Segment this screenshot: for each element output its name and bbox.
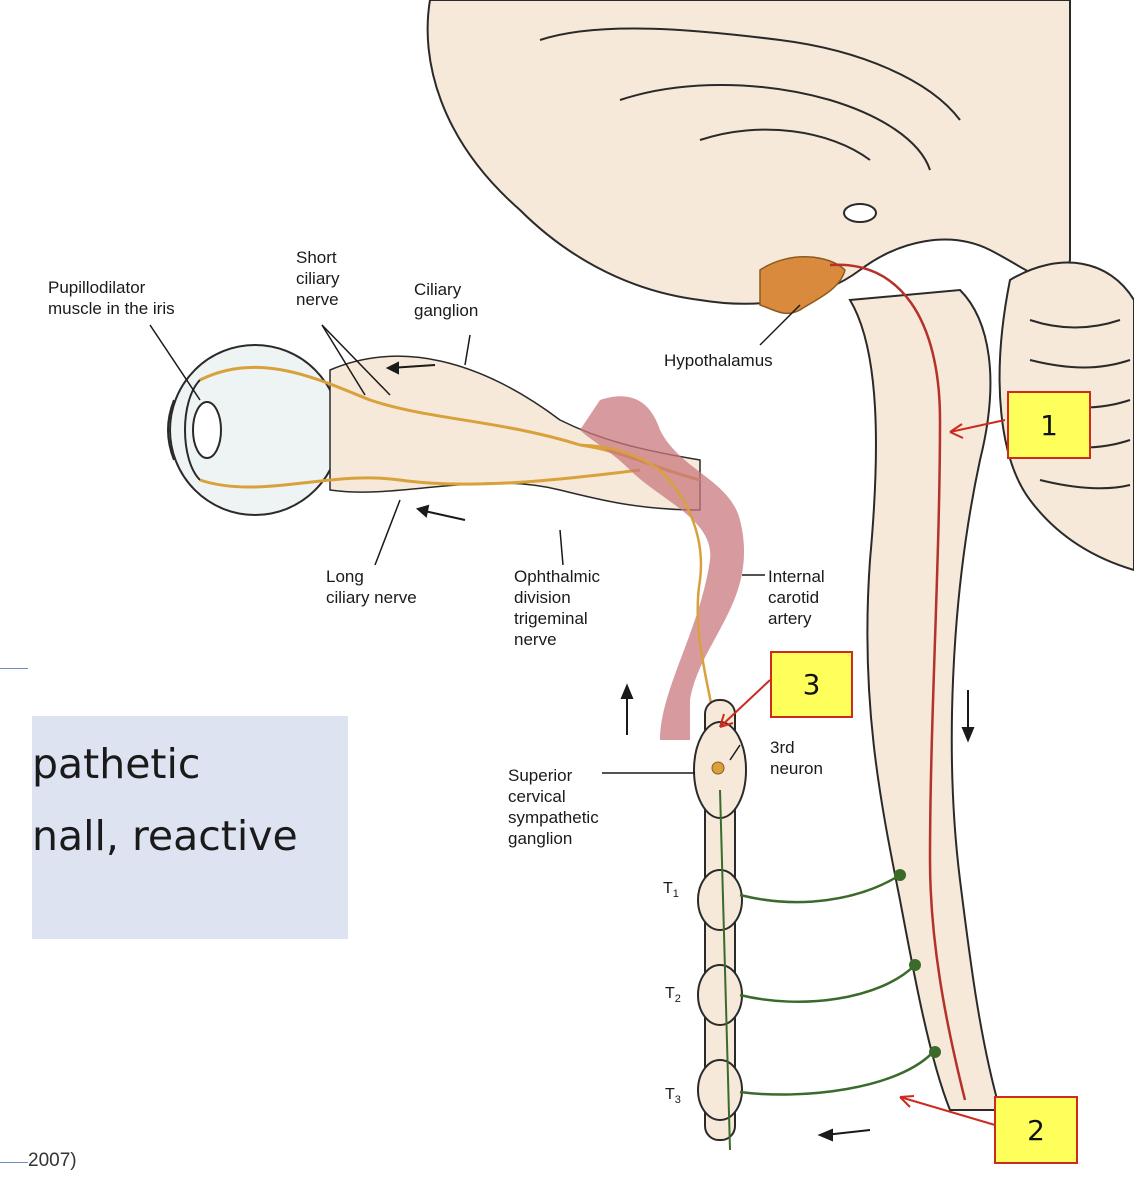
label-hypothalamus: Hypothalamus <box>664 351 773 370</box>
label-short-ciliary-nerve: Short ciliary nerve <box>296 247 339 310</box>
direction-arrows <box>385 361 975 1142</box>
label-short-ciliary-line3: nerve <box>296 290 339 309</box>
leader-lines <box>149 304 801 774</box>
chain-axis <box>719 789 731 1151</box>
label-pupillodilator: Pupillodilator muscle in the iris <box>48 277 175 319</box>
label-ophthalmic-line4: nerve <box>514 630 557 649</box>
label-t2-letter: T <box>665 985 675 1002</box>
label-pupillodilator-line2: muscle in the iris <box>48 299 175 318</box>
label-long-ciliary-line1: Long <box>326 567 364 586</box>
slide-text-line-2: nall, reactive <box>32 812 298 860</box>
label-ciliary-ganglion-line2: ganglion <box>414 301 479 320</box>
brain-illustration <box>426 0 1071 305</box>
ventral-horn-cells <box>894 869 941 1058</box>
callout-2: 2 <box>994 1096 1078 1164</box>
callout-arrows <box>719 419 1006 1126</box>
label-ophthalmic-line2: division <box>514 588 571 607</box>
label-t2: T2 <box>665 985 681 1005</box>
spinal-cord-illustration <box>848 288 1002 1111</box>
label-pupillodilator-line1: Pupillodilator <box>48 278 146 297</box>
label-ophthalmic-division: Ophthalmic division trigeminal nerve <box>514 566 600 650</box>
label-long-ciliary-nerve: Long ciliary nerve <box>326 566 417 608</box>
label-internal-carotid-line3: artery <box>768 609 812 628</box>
label-t3: T3 <box>665 1086 681 1106</box>
callout-3: 3 <box>770 651 853 718</box>
label-long-ciliary-line2: ciliary nerve <box>326 588 417 607</box>
eye-illustration <box>167 344 341 516</box>
label-t3-letter: T <box>665 1086 675 1103</box>
label-ophthalmic-line1: Ophthalmic <box>514 567 600 586</box>
label-internal-carotid-artery: Internal carotid artery <box>768 566 825 629</box>
label-superior-cervical-ganglion: Superior cervical sympathetic ganglion <box>508 765 599 849</box>
label-third-neuron-line2: neuron <box>770 759 823 778</box>
second-order-neurons <box>739 873 936 1096</box>
slide-divider-top <box>0 668 28 669</box>
label-superior-cervical-line3: sympathetic <box>508 808 599 827</box>
label-internal-carotid-line1: Internal <box>768 567 825 586</box>
slide-text-line-1: pathetic <box>32 740 201 788</box>
label-superior-cervical-line1: Superior <box>508 766 573 785</box>
internal-carotid-artery <box>580 396 745 740</box>
label-t1-letter: T <box>663 880 673 897</box>
slide-divider-bottom <box>0 1162 28 1163</box>
third-order-neuron <box>579 443 722 761</box>
label-short-ciliary-line2: ciliary <box>296 269 340 288</box>
slide-text-box <box>32 716 348 939</box>
label-third-neuron-line1: 3rd <box>770 738 795 757</box>
label-superior-cervical-line2: cervical <box>508 787 566 806</box>
label-superior-cervical-line4: ganglion <box>508 829 573 848</box>
label-ophthalmic-line3: trigeminal <box>514 609 588 628</box>
citation-fragment: 2007) <box>28 1150 77 1171</box>
label-t1-sub: 1 <box>672 888 679 901</box>
label-internal-carotid-line2: carotid <box>768 588 820 607</box>
label-t2-sub: 2 <box>674 993 681 1006</box>
label-third-neuron: 3rd neuron <box>770 737 823 779</box>
label-t3-sub: 3 <box>674 1094 681 1107</box>
label-ciliary-ganglion: Ciliary ganglion <box>414 279 478 321</box>
callout-1: 1 <box>1007 391 1091 459</box>
first-order-neuron <box>829 263 967 1101</box>
third-neuron-soma <box>711 761 725 775</box>
hypothalamus-region <box>759 256 846 315</box>
label-short-ciliary-line1: Short <box>296 248 337 267</box>
label-t1: T1 <box>663 880 679 900</box>
label-ciliary-ganglion-line1: Ciliary <box>414 280 462 299</box>
